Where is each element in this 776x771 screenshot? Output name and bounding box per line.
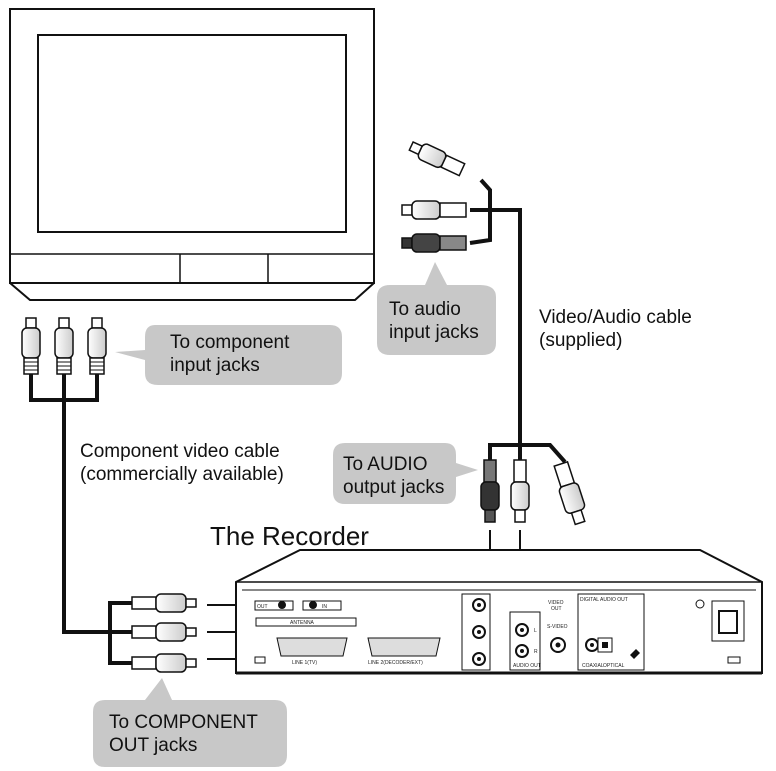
video-audio-cable-line1: Video/Audio cable bbox=[539, 307, 692, 328]
component-cable-line1: Component video cable bbox=[80, 441, 280, 462]
svg-text:DIGITAL AUDIO OUT: DIGITAL AUDIO OUT bbox=[580, 597, 628, 603]
callout-audio-output-line2: output jacks bbox=[343, 477, 445, 498]
svg-text:COAXIAL: COAXIAL bbox=[582, 663, 604, 669]
callout-audio-input-bubble bbox=[377, 262, 496, 355]
svg-text:L: L bbox=[534, 628, 537, 634]
tv-screen bbox=[37, 34, 347, 233]
svg-text:LINE 1(TV): LINE 1(TV) bbox=[292, 660, 317, 666]
callout-component-out: To COMPONENT OUT jacks bbox=[109, 711, 258, 757]
svg-text:S-VIDEO: S-VIDEO bbox=[547, 624, 568, 630]
rca-plug-right-1 bbox=[131, 593, 197, 613]
callout-component-out-bubble bbox=[93, 678, 287, 767]
video-audio-cable-line2: (supplied) bbox=[539, 330, 623, 351]
av-plug-bottom-angled bbox=[553, 460, 586, 526]
antenna-label: ANTENNA bbox=[290, 620, 315, 626]
callout-component-input-line2: input jacks bbox=[170, 355, 260, 376]
callout-audio-output-bubble bbox=[333, 443, 478, 504]
svg-text:AUDIO OUT: AUDIO OUT bbox=[513, 663, 541, 669]
callout-component-input-line1: To component bbox=[170, 332, 290, 353]
video-audio-cable-label: Video/Audio cable (supplied) bbox=[539, 306, 692, 352]
svg-text:OPTICAL: OPTICAL bbox=[603, 663, 625, 669]
recorder-title: The Recorder bbox=[210, 521, 369, 551]
video-audio-cable bbox=[401, 140, 586, 618]
dvd-recorder: OUT IN ANTENNA LINE 1(TV) LINE 2(DECODER… bbox=[235, 549, 763, 675]
callout-component-out-line1: To COMPONENT bbox=[109, 712, 258, 733]
svg-text:OUT: OUT bbox=[257, 604, 268, 610]
callout-audio-input: To audio input jacks bbox=[389, 298, 479, 344]
rca-plug-up-1 bbox=[21, 317, 41, 375]
rca-plug-right-2 bbox=[131, 622, 197, 642]
svg-text:VIDEO: VIDEO bbox=[548, 600, 564, 606]
callout-audio-output-line1: To AUDIO bbox=[343, 454, 428, 475]
callout-audio-input-line1: To audio bbox=[389, 299, 461, 320]
av-plug-bottom-black bbox=[480, 459, 500, 523]
rca-plug-right-3 bbox=[131, 653, 197, 673]
callout-component-input-bubble bbox=[115, 325, 342, 385]
av-plug-top-3 bbox=[401, 233, 467, 253]
svg-text:OUT: OUT bbox=[551, 606, 562, 612]
rca-plug-up-2 bbox=[54, 317, 74, 375]
av-plug-top-2 bbox=[401, 200, 467, 220]
callout-audio-input-line2: input jacks bbox=[389, 322, 479, 343]
svg-text:IN: IN bbox=[322, 604, 327, 610]
av-plug-bottom-white bbox=[510, 459, 530, 523]
component-cable-label: Component video cable (commercially avai… bbox=[80, 440, 284, 486]
tv-set bbox=[9, 8, 375, 301]
rca-plug-up-3 bbox=[87, 317, 107, 375]
tv-base bbox=[9, 282, 375, 301]
svg-text:LINE 2(DECODER/EXT): LINE 2(DECODER/EXT) bbox=[368, 660, 423, 666]
component-cable-line2: (commercially available) bbox=[80, 464, 284, 485]
callout-component-out-line2: OUT jacks bbox=[109, 735, 198, 756]
svg-text:R: R bbox=[534, 649, 538, 655]
callout-component-input: To component input jacks bbox=[170, 331, 289, 377]
callout-audio-output: To AUDIO output jacks bbox=[343, 453, 444, 499]
av-plug-top-1 bbox=[408, 140, 466, 177]
